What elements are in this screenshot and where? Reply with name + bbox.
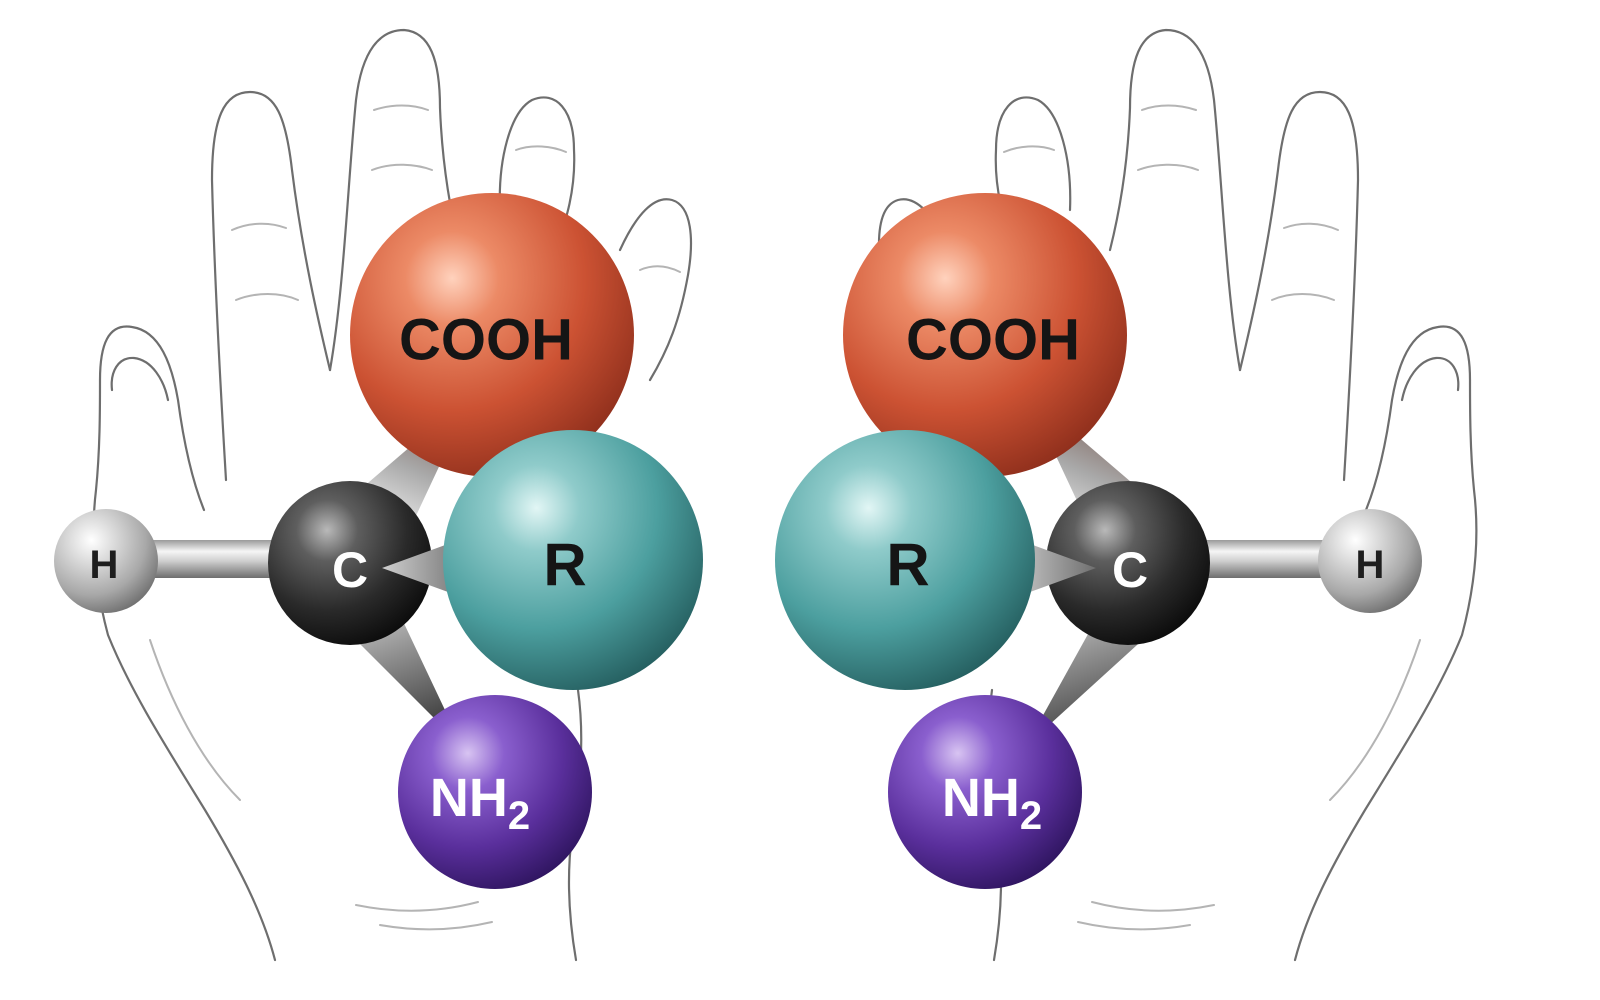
- left-cooh-label: COOH: [399, 308, 573, 373]
- right-molecule-group: COOH R C H NH2: [775, 28, 1478, 962]
- left-h-atom: [54, 509, 158, 613]
- left-bond-c-h: [122, 540, 312, 578]
- right-nh-text: NH: [942, 768, 1020, 828]
- right-h-atom: [1318, 509, 1422, 613]
- left-c-label: C: [332, 542, 368, 598]
- left-r-atom: [443, 430, 703, 690]
- left-hand-outline: [92, 28, 693, 962]
- right-c-label: C: [1112, 542, 1148, 598]
- left-nh2-atom: [398, 695, 592, 889]
- right-c-atom: [1046, 481, 1210, 645]
- right-cooh-atom: [843, 193, 1127, 477]
- left-nh2-subscript: 2: [508, 794, 530, 838]
- left-nh2-label: NH2: [430, 768, 530, 838]
- left-c-atom: [268, 481, 432, 645]
- right-r-label: R: [886, 532, 929, 599]
- right-r-atom: [775, 430, 1035, 690]
- right-nh2-subscript: 2: [1020, 794, 1042, 838]
- left-h-label: H: [90, 543, 119, 587]
- left-cooh-atom: [350, 193, 634, 477]
- left-r-label: R: [543, 532, 586, 599]
- right-h-label: H: [1356, 543, 1385, 587]
- right-nh2-label: NH2: [942, 768, 1042, 838]
- left-molecule-group: COOH R C H NH2: [54, 28, 703, 962]
- right-cooh-label: COOH: [906, 308, 1080, 373]
- left-nh-text: NH: [430, 768, 508, 828]
- right-nh2-atom: [888, 695, 1082, 889]
